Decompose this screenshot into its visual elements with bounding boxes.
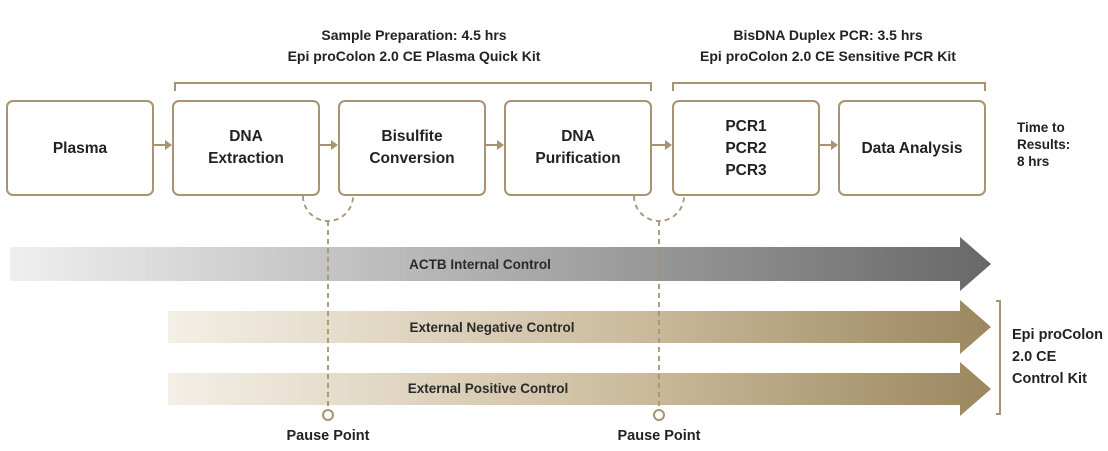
pause-point-marker-2 xyxy=(633,195,685,421)
step-label-pcr2: PCR2 xyxy=(725,140,766,157)
pause-point-marker-1 xyxy=(302,195,354,421)
step-label-pcr3: PCR3 xyxy=(725,162,767,179)
step-box-dna-extraction xyxy=(172,100,320,196)
step-box-bisulfite-conversion xyxy=(338,100,486,196)
step-label-dna-extraction-1: DNA xyxy=(229,128,263,145)
control-kit-line1: Epi proColon xyxy=(1012,327,1103,343)
sample-prep-title: Sample Preparation: 4.5 hrs xyxy=(321,27,506,43)
step-arrow xyxy=(652,140,672,150)
time-to-results-value: 8 hrs xyxy=(1017,154,1049,169)
step-box-plasma xyxy=(6,100,154,196)
time-to-results-line1: Time to xyxy=(1017,120,1065,135)
pcr-title: BisDNA Duplex PCR: 3.5 hrs xyxy=(733,27,923,43)
step-arrow xyxy=(154,140,172,150)
step-label-bisulfite-1: Bisulfite xyxy=(381,128,443,145)
step-arrow xyxy=(320,140,338,150)
actb-internal-control-arrow xyxy=(10,237,991,291)
pcr-bracket xyxy=(672,82,986,91)
time-to-results-line2: Results: xyxy=(1017,137,1070,152)
step-label-dna-extraction-2: Extraction xyxy=(208,150,284,167)
external-positive-control-arrow xyxy=(168,362,991,416)
actb-internal-control-label: ACTB Internal Control xyxy=(409,257,551,272)
step-label-plasma: Plasma xyxy=(53,140,108,157)
pause-point-label-2: Pause Point xyxy=(618,428,701,444)
control-kit-line3: Control Kit xyxy=(1012,371,1087,387)
step-box-data-analysis xyxy=(838,100,986,196)
step-label-pcr1: PCR1 xyxy=(725,118,767,135)
step-box-dna-purification xyxy=(504,100,652,196)
step-arrow xyxy=(486,140,504,150)
external-negative-control-label: External Negative Control xyxy=(409,320,574,335)
control-kit-line2: 2.0 CE xyxy=(1012,349,1057,365)
step-label-bisulfite-2: Conversion xyxy=(369,150,454,167)
step-label-data-analysis: Data Analysis xyxy=(861,140,962,157)
sample-prep-bracket xyxy=(174,82,652,91)
step-label-dna-purification-1: DNA xyxy=(561,128,595,145)
step-arrow xyxy=(820,140,838,150)
external-positive-control-label: External Positive Control xyxy=(408,381,569,396)
step-box-pcr xyxy=(672,100,820,196)
control-kit-bracket xyxy=(996,300,1001,415)
sample-prep-kit: Epi proColon 2.0 CE Plasma Quick Kit xyxy=(288,48,541,64)
pause-point-label-1: Pause Point xyxy=(287,428,370,444)
external-negative-control-arrow xyxy=(168,300,991,354)
step-label-dna-purification-2: Purification xyxy=(535,150,620,167)
pcr-kit: Epi proColon 2.0 CE Sensitive PCR Kit xyxy=(700,48,956,64)
